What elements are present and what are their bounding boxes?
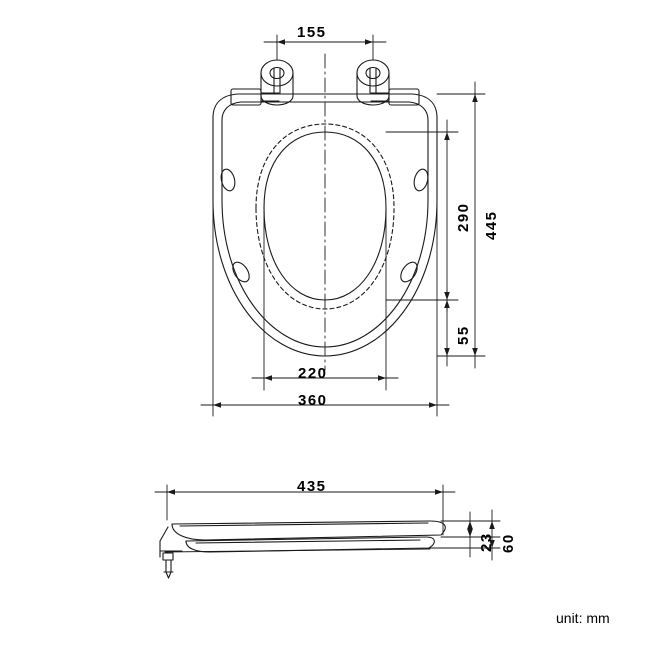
- top-view-extension-lines-horizontal: [212, 199, 438, 417]
- dimension-label-220: 220: [298, 365, 328, 382]
- dimension-label-55: 55: [455, 325, 472, 345]
- dimension-label-290: 290: [455, 202, 472, 232]
- dimension-220: [251, 375, 399, 381]
- dimension-360: [200, 402, 450, 408]
- hinge-cylinder-left: [260, 59, 294, 106]
- dimension-label-445: 445: [483, 210, 500, 240]
- bumper-pads: [220, 168, 429, 283]
- side-view-baseline: [164, 548, 431, 553]
- dimension-55: [444, 289, 450, 367]
- dimension-290: [444, 119, 450, 313]
- dimension-445: [472, 81, 478, 369]
- dimension-label-60: 60: [500, 533, 517, 553]
- dimension-label-360: 360: [298, 392, 328, 409]
- dimension-60: [489, 509, 495, 561]
- dimension-label-23: 23: [478, 532, 495, 552]
- dimension-435: [154, 484, 456, 536]
- dimension-label-435: 435: [297, 478, 327, 495]
- hinge-cylinder-right: [356, 59, 390, 106]
- top-view-extension-lines: [385, 93, 486, 357]
- dimension-155: [263, 34, 387, 61]
- dimension-23: [467, 511, 473, 558]
- top-view-seat-outline: [212, 93, 438, 357]
- dimension-label-155: 155: [297, 24, 327, 41]
- side-view-extension-lines: [428, 520, 501, 549]
- unit-note: unit: mm: [556, 610, 610, 626]
- seat-ring-underside: [255, 123, 395, 310]
